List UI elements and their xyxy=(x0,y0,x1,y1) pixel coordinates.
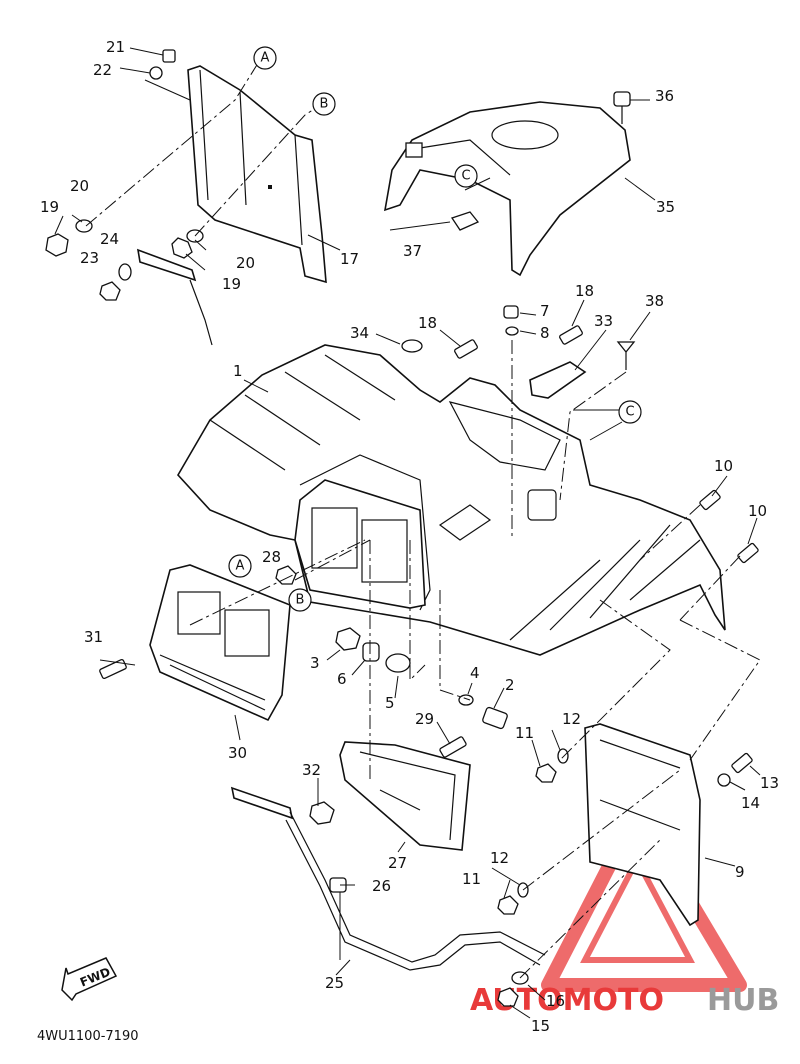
label-15: 15 xyxy=(531,1017,550,1035)
label-17: 17 xyxy=(340,250,359,268)
callout-C-mid: C xyxy=(618,400,642,424)
label-11-upper: 11 xyxy=(515,724,534,742)
part-25-stay xyxy=(230,786,546,971)
label-11-lower: 11 xyxy=(462,870,481,888)
callout-A-mid: A xyxy=(228,554,252,578)
label-36: 36 xyxy=(655,87,674,105)
label-34: 34 xyxy=(350,324,369,342)
label-10-lower: 10 xyxy=(748,502,767,520)
callout-C-top: C xyxy=(454,164,478,188)
headlight-opening xyxy=(294,479,426,609)
stay-bracket-upper xyxy=(136,248,213,346)
label-13: 13 xyxy=(760,774,779,792)
label-20-left: 20 xyxy=(70,177,89,195)
svg-text:A: A xyxy=(261,51,270,66)
label-18-right: 18 xyxy=(575,282,594,300)
label-8: 8 xyxy=(540,324,550,342)
part-33-pad xyxy=(529,361,587,399)
label-33: 33 xyxy=(594,312,613,330)
label-22: 22 xyxy=(93,61,112,79)
label-19-right: 19 xyxy=(222,275,241,293)
label-27: 27 xyxy=(388,854,407,872)
label-12-lower: 12 xyxy=(490,849,509,867)
label-26: 26 xyxy=(372,877,391,895)
label-6: 6 xyxy=(337,670,347,688)
part-labels: 21 22 20 19 24 23 20 19 17 37 36 35 1 34… xyxy=(40,38,779,1035)
label-21: 21 xyxy=(106,38,125,56)
diagram-code: 4WU1100-7190 xyxy=(37,1029,139,1044)
part-27-box xyxy=(339,741,471,851)
svg-text:A: A xyxy=(236,559,245,574)
label-14: 14 xyxy=(741,794,760,812)
leader-lines xyxy=(54,47,761,1019)
svg-text:B: B xyxy=(320,97,329,112)
label-32: 32 xyxy=(302,761,321,779)
callout-A-top: A xyxy=(253,46,277,70)
label-28: 28 xyxy=(262,548,281,566)
fwd-arrow-icon: FWD xyxy=(61,957,118,1002)
part-9-guard xyxy=(584,723,701,927)
label-23: 23 xyxy=(80,249,99,267)
svg-text:C: C xyxy=(461,169,470,184)
callout-B-mid: B xyxy=(288,588,312,612)
label-4: 4 xyxy=(470,664,480,682)
label-12-upper: 12 xyxy=(562,710,581,728)
label-31: 31 xyxy=(84,628,103,646)
label-29: 29 xyxy=(415,710,434,728)
part-36-screw xyxy=(613,91,631,124)
label-5: 5 xyxy=(385,694,395,712)
label-24: 24 xyxy=(100,230,119,248)
part-17-mud-flap xyxy=(187,65,327,284)
part-37-clip xyxy=(450,211,480,231)
label-19-left: 19 xyxy=(40,198,59,216)
watermark-text-gray: HUB xyxy=(707,983,779,1018)
label-7: 7 xyxy=(540,302,550,320)
label-16: 16 xyxy=(546,992,565,1010)
svg-text:B: B xyxy=(296,593,305,608)
label-37: 37 xyxy=(403,242,422,260)
label-25: 25 xyxy=(325,974,344,992)
svg-text:C: C xyxy=(625,405,634,420)
label-18-left: 18 xyxy=(418,314,437,332)
label-30: 30 xyxy=(228,744,247,762)
label-3: 3 xyxy=(310,654,320,672)
label-20-right: 20 xyxy=(236,254,255,272)
part-30-bezel xyxy=(149,564,291,722)
label-1: 1 xyxy=(233,362,243,380)
fasteners xyxy=(45,49,759,1007)
label-2: 2 xyxy=(505,676,515,694)
part-35-top-cover xyxy=(383,101,631,277)
callout-B-top: B xyxy=(312,92,336,116)
label-35: 35 xyxy=(656,198,675,216)
label-38: 38 xyxy=(645,292,664,310)
label-10-upper: 10 xyxy=(714,457,733,475)
label-9: 9 xyxy=(735,863,745,881)
